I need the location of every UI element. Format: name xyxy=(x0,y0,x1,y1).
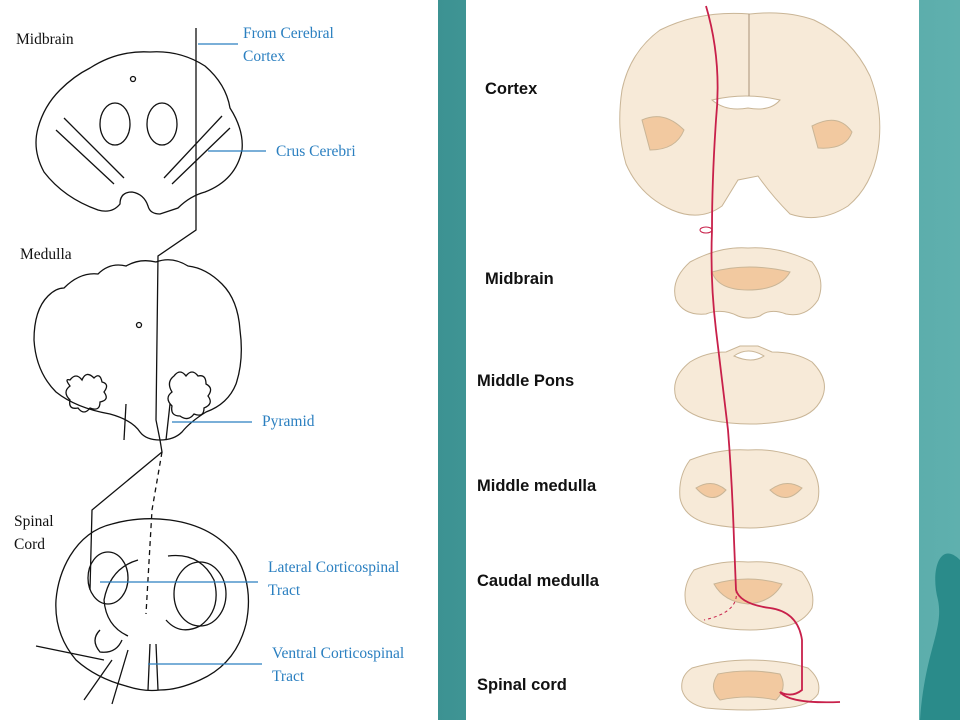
callout-crus-cerebri: Crus Cerebri xyxy=(276,143,356,160)
spinal-cord-gray xyxy=(713,670,784,701)
spinal-nerve-line-1 xyxy=(35,645,105,661)
midbrain-outline xyxy=(35,51,243,215)
decussation-dashed xyxy=(703,589,737,621)
corticospinal-tract-red xyxy=(705,5,841,704)
spinal-left-gray-horn xyxy=(103,559,139,637)
cortex-ventricle xyxy=(710,95,781,110)
midbrain-right-colliculus xyxy=(146,102,178,146)
label-spinal-line1: Spinal xyxy=(14,513,54,530)
callout-lateral-2: Tract xyxy=(268,582,301,599)
midbrain-left-crus-2 xyxy=(55,129,115,185)
midbrain-left-crus-1 xyxy=(63,117,125,179)
caudal-medulla-gray xyxy=(713,578,783,605)
section-drawing xyxy=(619,5,881,711)
spinal-left-lateral-tract xyxy=(87,551,129,605)
callout-ventral-1: Ventral Corticospinal xyxy=(272,645,405,662)
spinal-ventral-fissure xyxy=(147,643,159,691)
midbrain-gray xyxy=(711,266,791,291)
left-schematic-panel: Midbrain Medulla Spinal Cord From Cerebr… xyxy=(0,0,438,720)
spinal-cord-outline xyxy=(55,518,250,692)
medulla-pyramid-right xyxy=(165,403,171,441)
pons-section xyxy=(674,345,825,425)
cortex-right-basal xyxy=(811,119,853,149)
label-middle-medulla: Middle medulla xyxy=(477,477,597,495)
callout-lateral-1: Lateral Corticospinal xyxy=(268,559,400,576)
callout-from-cortex-2: Cortex xyxy=(243,48,286,65)
medulla-right-olive xyxy=(167,371,212,420)
callout-from-cortex-1: From Cerebral xyxy=(243,25,334,42)
label-spinal-line2: Cord xyxy=(14,536,45,553)
medulla-left-olive xyxy=(65,373,108,413)
ventral-tract-dashed xyxy=(145,451,163,615)
midbrain-aqueduct xyxy=(129,75,137,83)
decorative-wave xyxy=(920,553,960,720)
middle-medulla-olives xyxy=(695,483,803,498)
label-middle-pons: Middle Pons xyxy=(477,372,575,390)
schematic-drawing xyxy=(33,28,266,705)
label-midbrain-right: Midbrain xyxy=(485,270,554,288)
cortex-section xyxy=(619,12,881,219)
label-caudal-medulla: Caudal medulla xyxy=(477,572,599,590)
midbrain-right-crus-2 xyxy=(171,127,231,185)
medulla-pyramid-left xyxy=(123,403,127,441)
midbrain-left-colliculus xyxy=(99,102,131,146)
label-midbrain: Midbrain xyxy=(16,31,74,48)
cortex-left-basal xyxy=(641,116,685,151)
medulla-canal xyxy=(135,321,143,329)
label-cortex: Cortex xyxy=(485,80,538,98)
label-medulla: Medulla xyxy=(20,246,72,263)
spinal-ventral-horn-left xyxy=(94,629,123,653)
callout-pyramid: Pyramid xyxy=(262,413,315,430)
spinal-right-gray-horn xyxy=(165,554,217,631)
callout-ventral-2: Tract xyxy=(272,668,305,685)
wave-shape xyxy=(920,553,960,720)
right-section-panel: Cortex Midbrain Middle Pons Middle medul… xyxy=(466,0,919,720)
corticospinal-tract-line xyxy=(89,28,197,591)
tract-marker xyxy=(699,226,713,234)
midbrain-right-crus-1 xyxy=(163,115,223,179)
spinal-right-lateral-tract xyxy=(173,561,227,627)
middle-medulla-section xyxy=(679,449,820,529)
medulla-outline xyxy=(33,259,242,441)
spinal-nerve-line-3 xyxy=(111,649,129,705)
pons-fourth-ventricle xyxy=(732,350,765,361)
label-spinal-cord-right: Spinal cord xyxy=(477,676,567,694)
spinal-nerve-line-2 xyxy=(83,659,113,701)
